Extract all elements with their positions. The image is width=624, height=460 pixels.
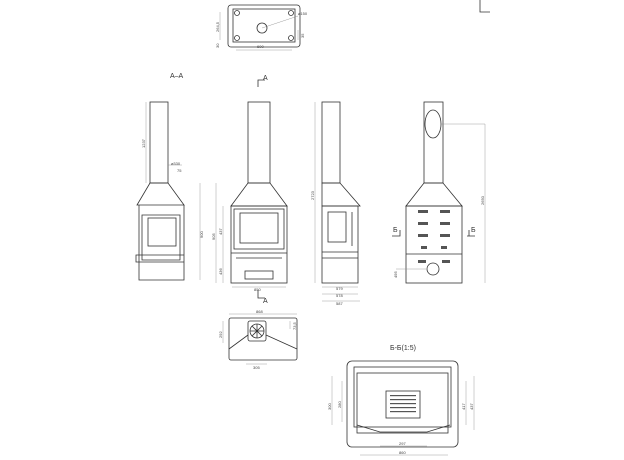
- dimension-label: 437: [469, 403, 474, 410]
- dimension-label: A: [263, 75, 268, 82]
- dimension-label: Б: [393, 227, 398, 234]
- section-a-a: A–A 1237 ⌀330 75 900: [135, 73, 204, 281]
- dimension-label: 900: [199, 231, 204, 238]
- side-view: 2723 579 578 587: [310, 101, 361, 306]
- dimension-label: 600: [257, 44, 264, 49]
- dimension-label: 850: [254, 287, 261, 292]
- dimension-label: 305: [253, 365, 260, 370]
- bottom-view: 868 292 305 73,5: [218, 309, 298, 370]
- dimension-label: 495: [393, 271, 398, 278]
- dimension-label: ⌀330: [171, 161, 181, 166]
- top-view: ⌀150 600 264,5 30 35: [215, 4, 308, 51]
- dimension-label: A: [263, 298, 268, 305]
- dimension-label: Б: [471, 227, 476, 234]
- dimension-label: 280: [337, 401, 342, 408]
- dimension-label: 35: [300, 33, 305, 38]
- dimension-label: 300: [327, 403, 332, 410]
- frame-corner: [479, 0, 490, 13]
- dimension-label: 2650: [480, 195, 485, 205]
- dimension-label: 297: [399, 441, 406, 446]
- dimension-label: 2723: [310, 190, 315, 200]
- dimension-label: 292: [218, 331, 223, 338]
- dimension-label: ⌀150: [298, 11, 308, 16]
- dimension-label: 73,5: [292, 321, 297, 330]
- dimension-label: Б-Б(1:5): [390, 345, 416, 352]
- dimension-label: 264,5: [215, 21, 220, 32]
- dimension-label: 436: [218, 268, 223, 275]
- dimension-label: 30: [215, 43, 220, 48]
- front-view: A 850 905 437 436 A: [211, 75, 288, 305]
- rear-view: 2650 495 Б Б: [392, 101, 486, 284]
- section-b-b: Б-Б(1:5) 300 280 417 437 297 860: [327, 345, 475, 456]
- dimension-label: 417: [461, 403, 466, 410]
- dimension-label: 587: [336, 301, 343, 306]
- dimension-label: 1237: [141, 138, 146, 148]
- dimension-label: 437: [218, 228, 223, 235]
- dimension-label: 578: [336, 293, 343, 298]
- dimension-label: 860: [399, 450, 406, 455]
- dimension-label: 75: [177, 168, 182, 173]
- dimension-label: 868: [256, 309, 263, 314]
- dimension-label: A–A: [170, 73, 184, 80]
- dimension-label: 579: [336, 286, 343, 291]
- dimension-label: 905: [211, 233, 216, 240]
